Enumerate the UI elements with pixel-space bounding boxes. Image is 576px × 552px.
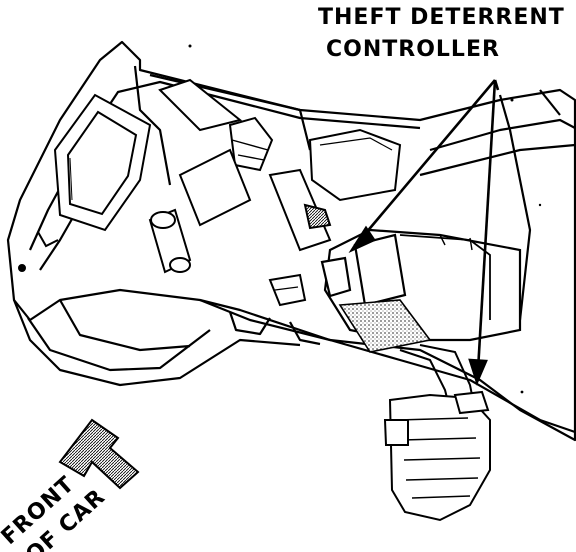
front-of-car-label: FRONT OF CAR [0, 472, 110, 552]
center-bracket [148, 78, 402, 307]
left-cluster [18, 93, 152, 272]
callout-line-2: CONTROLLER [326, 37, 500, 62]
wiring-harness [383, 344, 491, 522]
theft-deterrent-controller [320, 228, 522, 353]
callout-label: THEFT DETERRENT CONTROLLER [318, 5, 565, 62]
front-of-car-arrow [58, 418, 140, 490]
print-specks [188, 44, 542, 394]
callout-leaders [348, 79, 500, 386]
callout-line-1: THEFT DETERRENT [318, 5, 565, 30]
